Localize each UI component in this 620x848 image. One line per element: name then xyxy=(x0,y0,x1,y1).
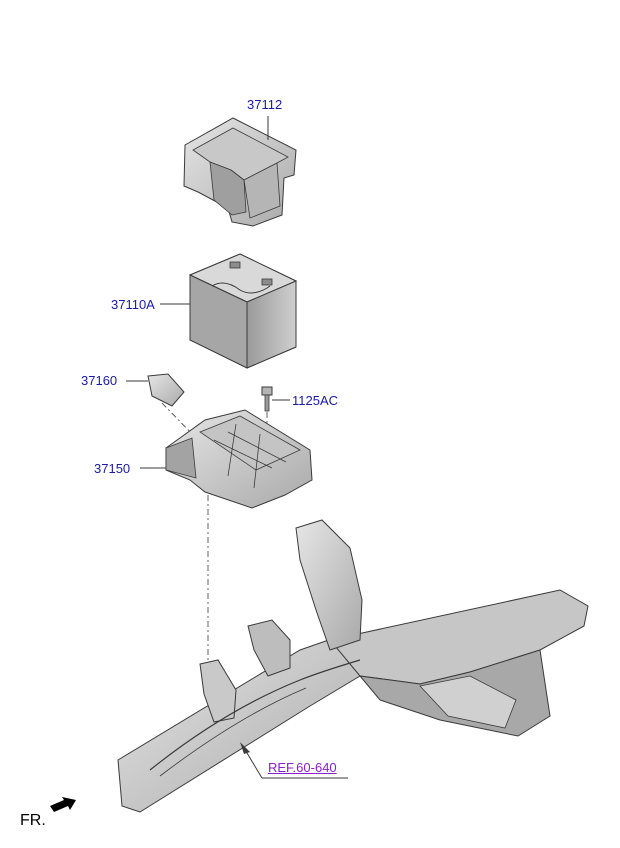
part-number-37150[interactable]: 37150 xyxy=(94,461,131,476)
reference-link[interactable]: REF.60-640 xyxy=(268,760,337,775)
battery-tray-part[interactable] xyxy=(140,409,313,665)
front-direction-label: FR. xyxy=(20,812,46,829)
front-arrow-icon xyxy=(50,797,76,812)
part-number-37112[interactable]: 37112 xyxy=(247,97,283,112)
battery-part[interactable] xyxy=(160,253,298,369)
battery-clamp-part[interactable] xyxy=(126,373,199,441)
part-number-37110a[interactable]: 37110A xyxy=(111,297,155,312)
body-frame-part[interactable] xyxy=(117,519,589,813)
battery-insulator-part[interactable] xyxy=(183,116,297,227)
part-number-37160[interactable]: 37160 xyxy=(81,373,118,388)
part-number-1125ac[interactable]: 1125AC xyxy=(292,393,339,408)
